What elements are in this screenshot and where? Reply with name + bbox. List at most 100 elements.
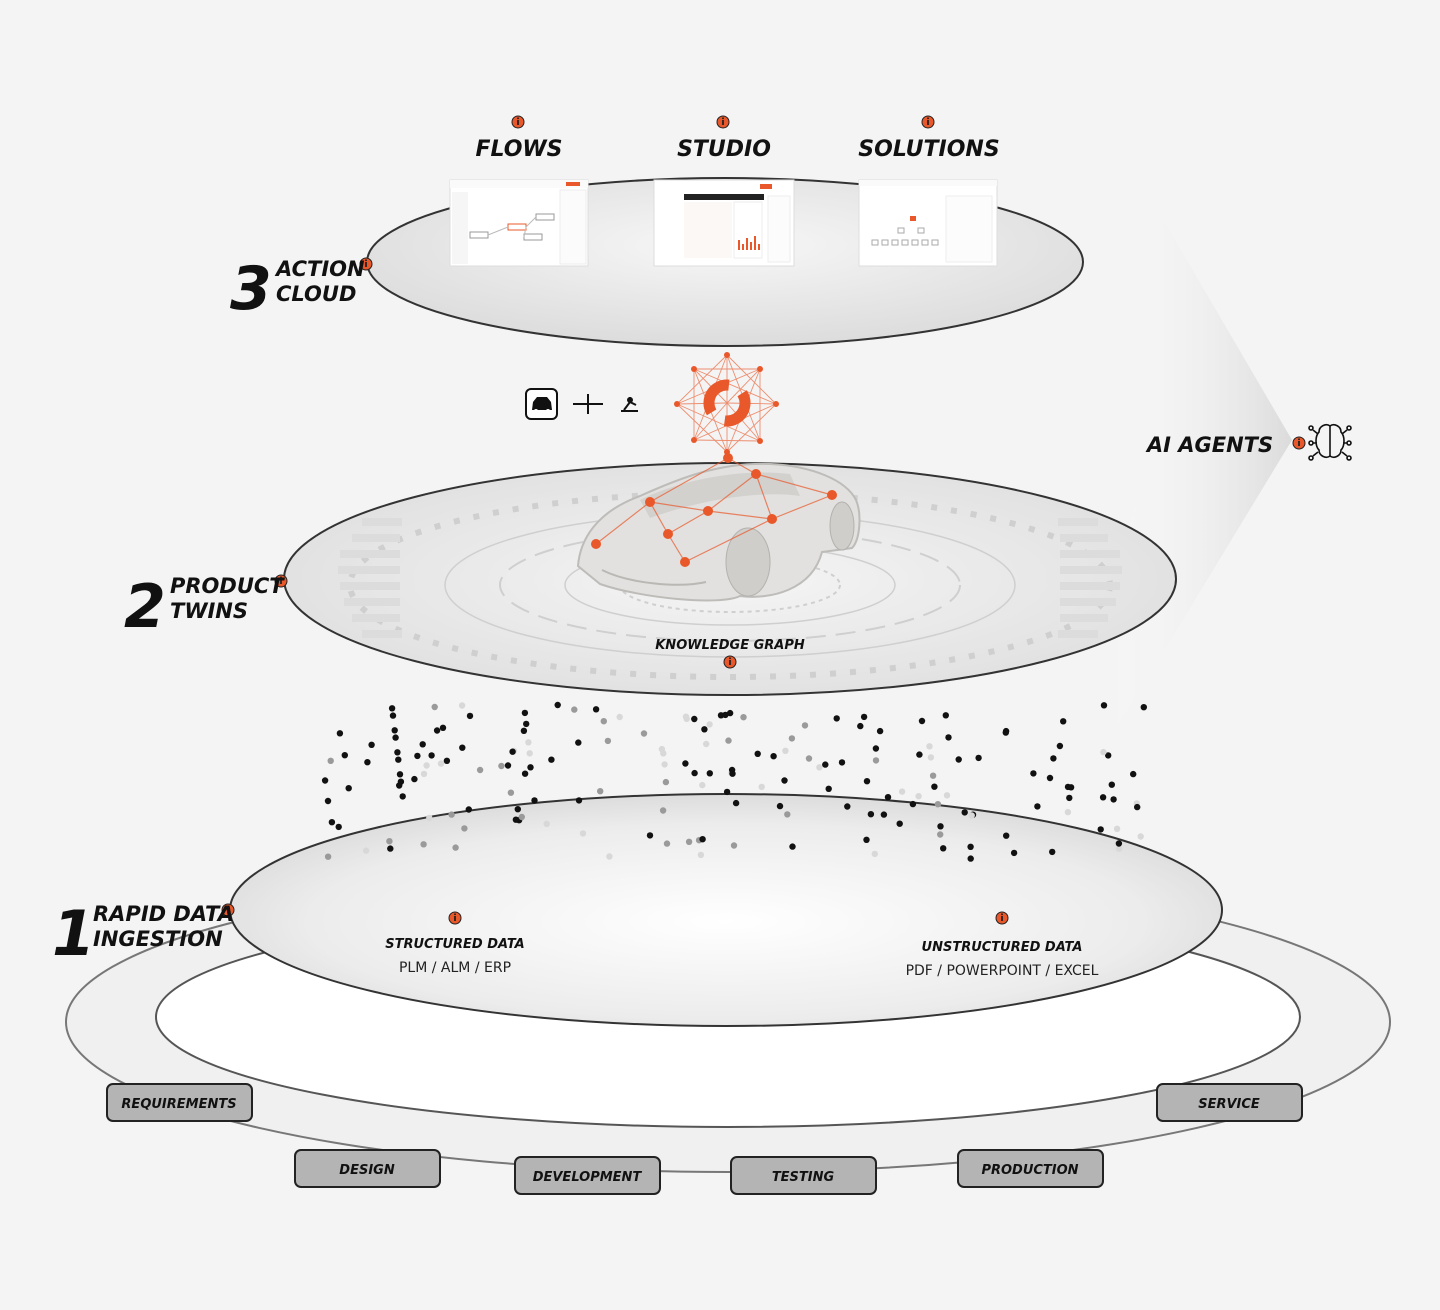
data-particle bbox=[685, 838, 693, 845]
data-particle bbox=[931, 783, 938, 790]
data-particle bbox=[782, 747, 789, 754]
data-particle bbox=[575, 797, 583, 804]
info-icon[interactable] bbox=[359, 257, 373, 271]
data-particle bbox=[606, 853, 613, 860]
data-particle bbox=[523, 720, 530, 728]
graph-node bbox=[827, 490, 837, 500]
phase-design[interactable]: DESIGN bbox=[294, 1149, 441, 1188]
data-particle bbox=[1066, 794, 1073, 802]
phase-testing[interactable]: TESTING bbox=[730, 1156, 877, 1195]
data-particle bbox=[863, 778, 871, 785]
data-particle bbox=[514, 806, 521, 813]
solutions-screenshot[interactable] bbox=[858, 179, 998, 267]
action-cloud-number: 3 bbox=[230, 254, 272, 324]
data-particle bbox=[526, 750, 533, 757]
data-particle bbox=[575, 739, 582, 746]
data-particle bbox=[1010, 849, 1018, 857]
phase-production-label: PRODUCTION bbox=[981, 1163, 1078, 1178]
data-particle bbox=[945, 734, 952, 741]
studio-screenshot[interactable] bbox=[653, 179, 795, 267]
graph-edge bbox=[707, 510, 773, 520]
data-particle bbox=[335, 823, 342, 831]
data-particle bbox=[975, 754, 982, 762]
action-cloud-title-2: CLOUD bbox=[276, 282, 356, 306]
data-particle bbox=[916, 751, 923, 758]
data-particle bbox=[389, 712, 397, 719]
unstructured-data-sub: PDF / POWERPOINT / EXCEL bbox=[906, 963, 1099, 979]
graph-edge bbox=[595, 501, 651, 545]
graph-edge bbox=[667, 533, 686, 563]
data-particle bbox=[1099, 794, 1107, 801]
data-particle bbox=[955, 756, 962, 763]
data-particle bbox=[525, 739, 532, 746]
data-particle bbox=[592, 706, 600, 713]
data-particle bbox=[600, 718, 607, 725]
data-particle bbox=[1134, 803, 1141, 811]
graph-node bbox=[751, 469, 761, 479]
data-particle bbox=[554, 701, 561, 709]
data-particle bbox=[937, 831, 944, 838]
data-particle bbox=[896, 820, 903, 827]
graph-node bbox=[591, 539, 601, 549]
knowledge-graph-nodes bbox=[591, 453, 837, 567]
data-particle bbox=[1115, 840, 1123, 847]
data-particle bbox=[968, 812, 975, 819]
graph-edge bbox=[771, 494, 833, 520]
data-particle bbox=[758, 783, 765, 791]
info-icon[interactable] bbox=[716, 115, 730, 129]
data-particle bbox=[725, 737, 732, 744]
data-particle bbox=[439, 724, 447, 731]
data-particle bbox=[640, 730, 648, 737]
data-particle bbox=[691, 715, 698, 723]
data-particle bbox=[324, 797, 332, 805]
phase-service[interactable]: SERVICE bbox=[1156, 1083, 1303, 1122]
data-particle bbox=[926, 743, 933, 750]
phase-development[interactable]: DEVELOPMENT bbox=[514, 1156, 661, 1195]
info-icon[interactable] bbox=[274, 574, 288, 588]
data-particle bbox=[863, 836, 870, 843]
graph-edge bbox=[684, 518, 773, 563]
data-particle bbox=[703, 740, 710, 748]
data-particle bbox=[420, 841, 427, 848]
data-particle bbox=[507, 789, 515, 796]
data-particle bbox=[1030, 770, 1037, 777]
data-particle bbox=[880, 811, 888, 818]
data-particle bbox=[838, 759, 846, 766]
data-particle bbox=[531, 797, 538, 804]
phase-production[interactable]: PRODUCTION bbox=[957, 1149, 1104, 1188]
info-icon[interactable] bbox=[1292, 436, 1306, 450]
data-particle bbox=[571, 706, 578, 713]
data-particle bbox=[1034, 803, 1041, 810]
data-particle bbox=[419, 741, 426, 748]
data-particle bbox=[898, 788, 906, 795]
data-particle bbox=[860, 713, 868, 721]
structured-data-title: STRUCTURED DATA bbox=[385, 937, 525, 952]
info-icon[interactable] bbox=[723, 655, 737, 669]
data-particle bbox=[781, 777, 788, 784]
data-particle bbox=[788, 735, 796, 742]
data-particle bbox=[518, 813, 525, 821]
data-particle bbox=[1108, 781, 1116, 788]
data-particle bbox=[876, 727, 884, 735]
data-particle bbox=[1137, 833, 1144, 840]
info-icon[interactable] bbox=[921, 115, 935, 129]
graph-node bbox=[723, 453, 733, 463]
product-twins-title-1: PRODUCT bbox=[170, 574, 285, 598]
data-particle bbox=[1046, 774, 1054, 782]
info-icon[interactable] bbox=[448, 911, 462, 925]
data-particle bbox=[909, 800, 917, 808]
data-particle bbox=[448, 811, 455, 818]
data-particle bbox=[1105, 752, 1112, 759]
data-particle bbox=[321, 777, 329, 784]
phase-requirements[interactable]: REQUIREMENTS bbox=[106, 1083, 253, 1122]
flows-screenshot[interactable] bbox=[449, 179, 589, 267]
data-particle bbox=[509, 748, 516, 755]
info-icon[interactable] bbox=[221, 903, 235, 917]
info-icon[interactable] bbox=[511, 115, 525, 129]
data-particle bbox=[397, 778, 405, 785]
structured-data-sub: PLM / ALM / ERP bbox=[399, 960, 511, 976]
data-particle bbox=[661, 761, 668, 768]
info-icon[interactable] bbox=[995, 911, 1009, 925]
data-particle bbox=[399, 793, 406, 800]
